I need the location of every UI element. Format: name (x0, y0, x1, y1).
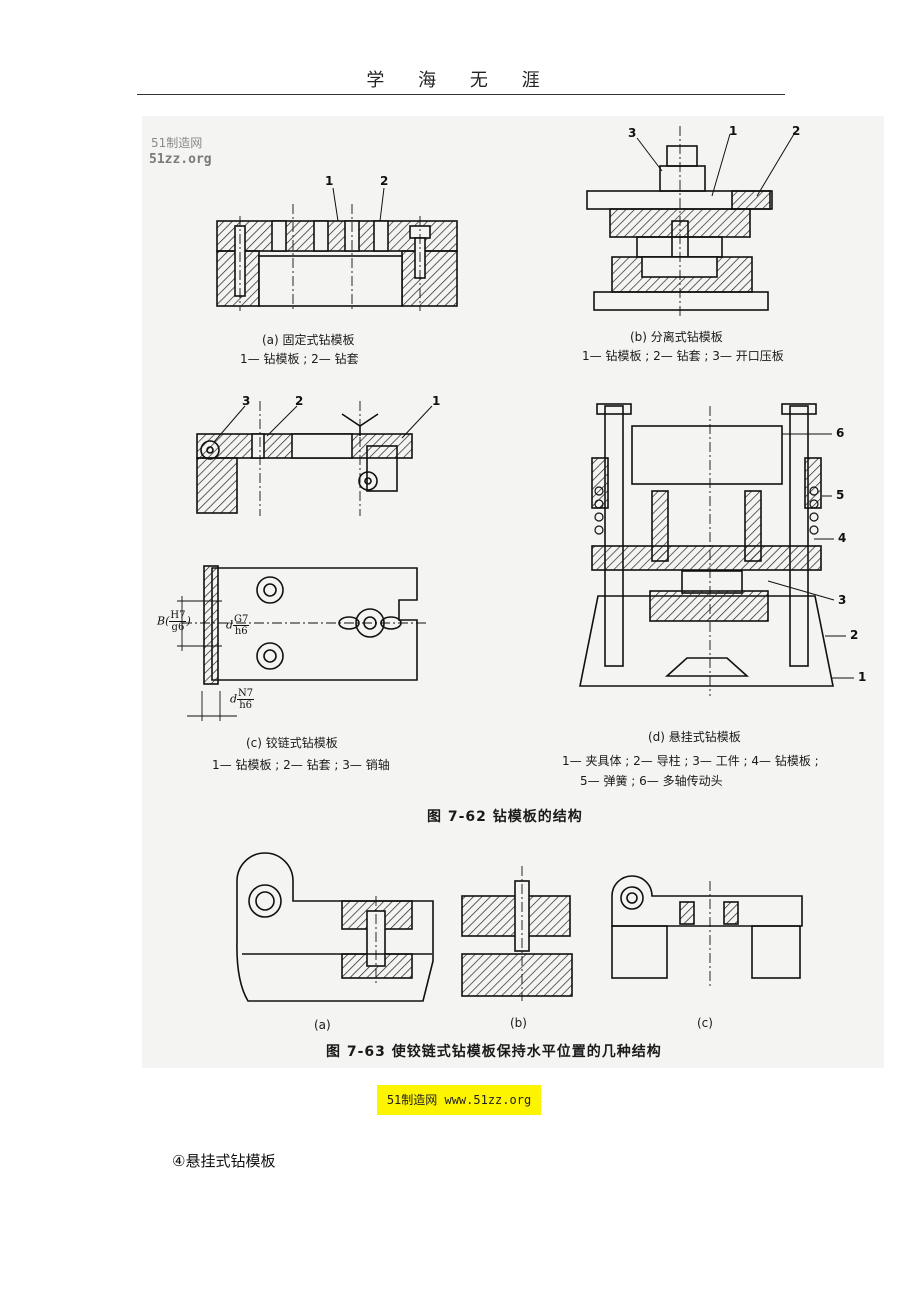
legend-62d-line1: 1— 夹具体 ; 2— 导柱 ; 3— 工件 ; 4— 钻模板 ; (562, 754, 819, 768)
drawing-62c (177, 401, 433, 721)
label-62c-3: 3 (242, 394, 251, 408)
label-62d-4: 4 (838, 531, 847, 545)
label-62d-1: 1 (858, 670, 867, 684)
label-62c-2: 2 (295, 394, 304, 408)
drawing-63a (236, 852, 434, 1002)
label-62d-2: 2 (850, 628, 859, 642)
drawing-62b (586, 126, 795, 316)
header-rule (137, 94, 785, 95)
caption-62d: (d) 悬挂式钻模板 (648, 730, 741, 744)
caption-62b: (b) 分离式钻模板 (630, 330, 723, 344)
caption-62c: (c) 铰链式钻模板 (246, 736, 338, 750)
legend-62d-line2: 5— 弹簧 ; 6— 多轴传动头 (580, 774, 723, 788)
label-62d-5: 5 (836, 488, 845, 502)
page-header-title: 学 海 无 涯 (366, 70, 554, 91)
label-62a-2: 2 (380, 174, 389, 188)
label-62d-6: 6 (836, 426, 845, 440)
legend-62b: 1— 钻模板 ; 2— 钻套 ; 3— 开口压板 (582, 349, 784, 363)
drawing-63b (461, 866, 573, 1001)
drawing-62a (216, 187, 458, 311)
label-62b-3: 3 (628, 126, 637, 140)
label-62c-1: 1 (432, 394, 441, 408)
drawing-62d (579, 403, 854, 696)
technical-drawings (177, 126, 854, 1002)
legend-62a: 1— 钻模板 ; 2— 钻套 (240, 352, 359, 366)
caption-63c: (c) (697, 1016, 713, 1030)
label-62a-1: 1 (325, 174, 334, 188)
label-62b-1: 1 (729, 124, 738, 138)
figure-7-62-title: 图 7-62 钻模板的结构 (427, 809, 583, 825)
label-62d-3: 3 (838, 593, 847, 607)
caption-63a: (a) (314, 1018, 331, 1032)
drawing-63c (611, 875, 803, 986)
label-62b-2: 2 (792, 124, 801, 138)
section-heading: ④悬挂式钻模板 (172, 1152, 276, 1170)
caption-62a: (a) 固定式钻模板 (262, 333, 355, 347)
watermark-text: 51制造网 (151, 136, 203, 150)
caption-63b: (b) (510, 1016, 527, 1030)
legend-62c: 1— 钻模板 ; 2— 钻套 ; 3— 销轴 (212, 758, 390, 772)
watermark-url: 51zz.org (149, 152, 212, 167)
figure-7-63-title: 图 7-63 使铰链式钻模板保持水平位置的几种结构 (326, 1044, 662, 1060)
watermark-stamp: 51制造网 www.51zz.org (377, 1085, 541, 1115)
scanned-figure: 51制造网 51zz.org 1 2 (a) 固定式钻模板 1— 钻模板 ; 2… (142, 116, 884, 1068)
